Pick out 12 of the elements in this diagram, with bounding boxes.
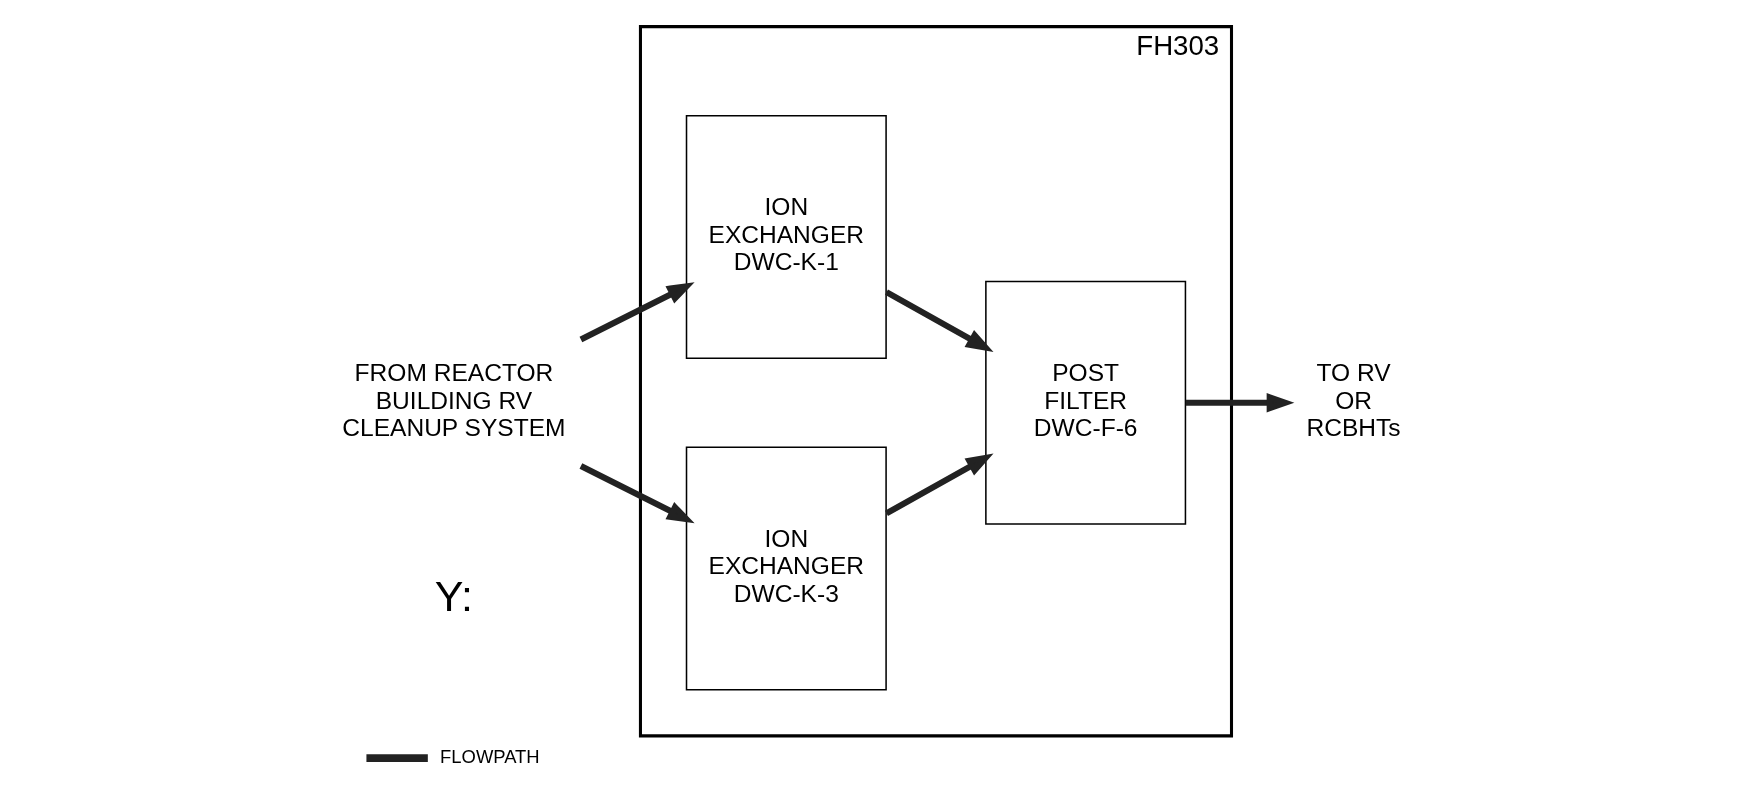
node-box: ION EXCHANGER DWC-K-3	[685, 446, 887, 691]
arrow	[884, 453, 993, 517]
arrow	[579, 463, 695, 524]
node-text: TO RV OR RCBHTs	[1305, 358, 1401, 442]
arrow	[884, 289, 993, 353]
arrow	[1185, 393, 1294, 413]
arrow	[579, 282, 695, 343]
node-box: POST FILTER DWC-F-6	[984, 280, 1186, 525]
node-box: ION EXCHANGER DWC-K-1	[685, 114, 887, 359]
legend-label: FLOWPATH	[439, 745, 540, 767]
node-text: FROM REACTOR BUILDING RV CLEANUP SYSTEM	[341, 358, 566, 442]
label: Y:	[434, 572, 473, 621]
